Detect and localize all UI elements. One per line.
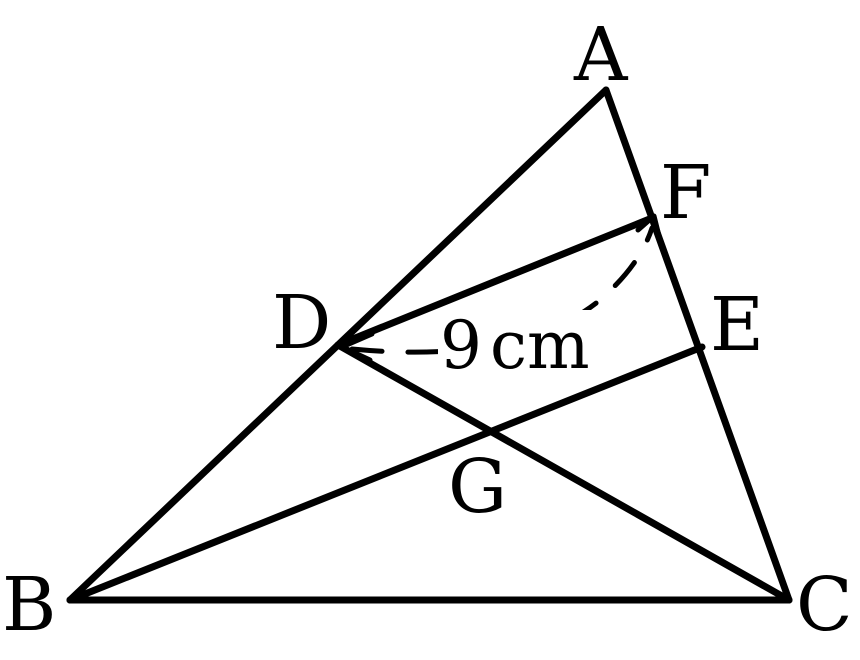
- label-B: B: [2, 562, 56, 648]
- measurement-value: 9: [440, 307, 482, 384]
- label-F: F: [660, 150, 711, 236]
- arrowhead-f: [635, 213, 663, 243]
- arrowhead-d: [339, 331, 375, 363]
- label-E: E: [710, 282, 764, 368]
- label-G: G: [448, 444, 507, 530]
- measurement-unit: cm: [490, 307, 590, 384]
- label-C: C: [796, 562, 853, 648]
- label-A: A: [573, 12, 629, 98]
- measurement-label-bg: [438, 310, 610, 374]
- segment-DC: [334, 341, 793, 604]
- segment-DF: [334, 214, 656, 349]
- segment-AC: [602, 86, 793, 604]
- segment-BE: [66, 343, 706, 604]
- label-D: D: [272, 280, 331, 366]
